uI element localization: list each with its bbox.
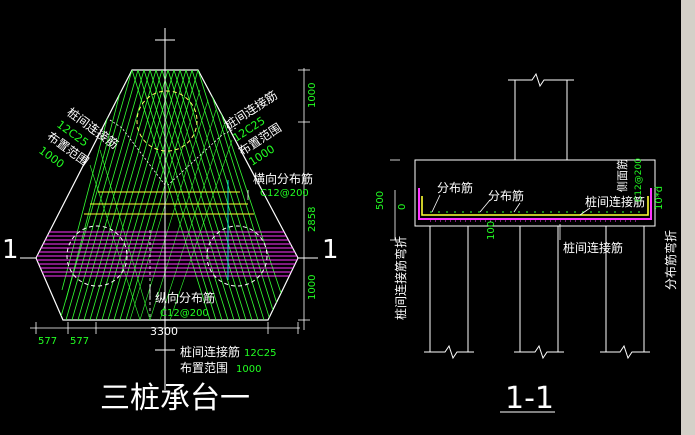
right-title: 1-1 (505, 381, 554, 416)
label-dist1: 分布筋 (437, 180, 473, 195)
dim-width: 3300 (150, 325, 178, 338)
cross-hatch (89, 89, 233, 320)
label-bend-right: 分布筋弯折 (663, 230, 678, 290)
piles-section (424, 226, 650, 360)
section-dims (390, 159, 480, 241)
pile-right (206, 225, 268, 287)
section-mark-right: 1 (322, 235, 339, 265)
window-edge-strip (681, 0, 695, 435)
rebar-bands (36, 70, 298, 320)
label-side-face: 侧面筋 (615, 159, 629, 192)
dim-middle: 2858 (307, 207, 318, 232)
label-dist2: 分布筋 (488, 188, 524, 203)
transverse-rebar-lines (84, 191, 254, 215)
leader-left (109, 119, 166, 186)
label-bottom-conn-spec: 12C25 (244, 348, 276, 359)
label-bend-value: 10*d (654, 186, 665, 210)
section-leaders (394, 190, 591, 240)
label-longitudinal: 纵向分布筋 (155, 290, 215, 305)
label-bottom-range-value: 1000 (236, 364, 261, 375)
pile-left (66, 225, 128, 287)
section-mark-left: 1 (2, 235, 19, 265)
dim-0: 0 (397, 204, 408, 210)
dim-500: 500 (375, 191, 386, 210)
label-side-face-spec: C12@200 (634, 158, 644, 202)
right-diagonal-band (131, 70, 291, 320)
pile-cap-plan: 1 1 桩间连接筋 12C25 布置范围 1000 桩间连接筋 12C25 布置… (2, 28, 339, 416)
dim-seg-b: 577 (70, 336, 89, 347)
label-bottom-conn: 桩间连接筋 (180, 344, 240, 359)
pile-top (136, 90, 198, 152)
label-bend-left: 桩间连接筋弯折 (393, 236, 408, 320)
bottom-rebar-magenta (418, 188, 652, 220)
dim-100: 100 (486, 221, 497, 240)
label-transverse-spec: C12@200 (260, 188, 309, 199)
leader-right (167, 127, 237, 186)
label-pile-conn-bottom: 桩间连接筋 (563, 240, 623, 255)
cap-section (414, 159, 656, 227)
dim-top: 1000 (307, 83, 318, 108)
dim-seg-a: 577 (38, 336, 57, 347)
left-diagonal-band (59, 70, 199, 320)
column (508, 72, 574, 160)
section-1-1: 分布筋 分布筋 桩间连接筋 桩间连接筋 侧面筋 C12@200 桩间连接筋弯折 … (375, 72, 678, 416)
dist-rebar-yellow (421, 196, 649, 216)
bottom-dimensions (30, 322, 300, 334)
label-transverse: 横向分布筋 (253, 171, 313, 186)
left-title: 三桩承台一 (100, 381, 250, 416)
dim-bottom: 1000 (307, 275, 318, 300)
right-dimensions (298, 68, 310, 330)
label-pile-conn-top: 桩间连接筋 (585, 194, 645, 209)
label-longitudinal-spec: C12@200 (160, 308, 209, 319)
label-bottom-range: 布置范围 (180, 361, 228, 375)
